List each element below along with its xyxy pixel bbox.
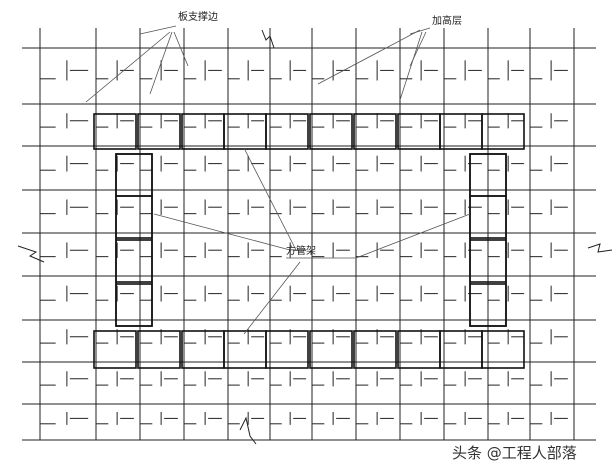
- label-square-tube-frame: 方管架: [286, 244, 316, 257]
- watermark: 头条 @工程人部落: [452, 444, 577, 462]
- frame-cell-top: [439, 113, 483, 150]
- frame-cell-bottom: [309, 330, 353, 369]
- frame-cell-top: [481, 113, 525, 150]
- leader-line: [355, 213, 471, 259]
- leader-line: [243, 147, 297, 251]
- break-symbol-bottom: [239, 416, 257, 445]
- leader-line: [149, 31, 173, 95]
- leader-line: [153, 213, 291, 251]
- break-symbol-top: [261, 29, 275, 49]
- break-symbols: [17, 29, 613, 445]
- frame-cell-bottom: [93, 330, 137, 369]
- frame-cell-bottom: [353, 330, 397, 369]
- grid-tick-marks: [40, 60, 568, 425]
- leader-line: [173, 31, 189, 67]
- leader-line: [317, 29, 421, 85]
- frame-cell-top: [137, 113, 181, 150]
- frame-cell-top: [309, 113, 353, 150]
- frame-right-outline: [469, 153, 507, 327]
- leader-line: [139, 25, 177, 35]
- frame-cell-bottom: [137, 330, 181, 369]
- frame-cell-top: [93, 113, 137, 150]
- frame-left-outline: [115, 153, 153, 327]
- frame-cell-top: [353, 113, 397, 150]
- frame-cell-top: [397, 113, 441, 150]
- frame-cell-top: [265, 113, 309, 150]
- leader-line: [399, 31, 423, 101]
- break-symbol-left: [17, 245, 45, 263]
- frame-cell-top: [223, 113, 267, 150]
- frame-cell-left: [115, 195, 153, 239]
- label-edge-support: 板支撑边: [178, 10, 218, 23]
- leader-line: [409, 27, 431, 35]
- frame-cell-bottom: [481, 330, 525, 369]
- leader-line: [409, 31, 427, 67]
- leader-line: [85, 31, 171, 103]
- frame-cell-bottom: [265, 330, 309, 369]
- frame-cell-top: [181, 113, 225, 150]
- leader-lines: [85, 25, 471, 335]
- square-tube-frames: [93, 113, 525, 369]
- leader-line: [243, 261, 301, 335]
- label-raised-layer: 加高层: [432, 14, 462, 27]
- grid-lines: [22, 28, 596, 441]
- break-symbol-right: [587, 243, 613, 253]
